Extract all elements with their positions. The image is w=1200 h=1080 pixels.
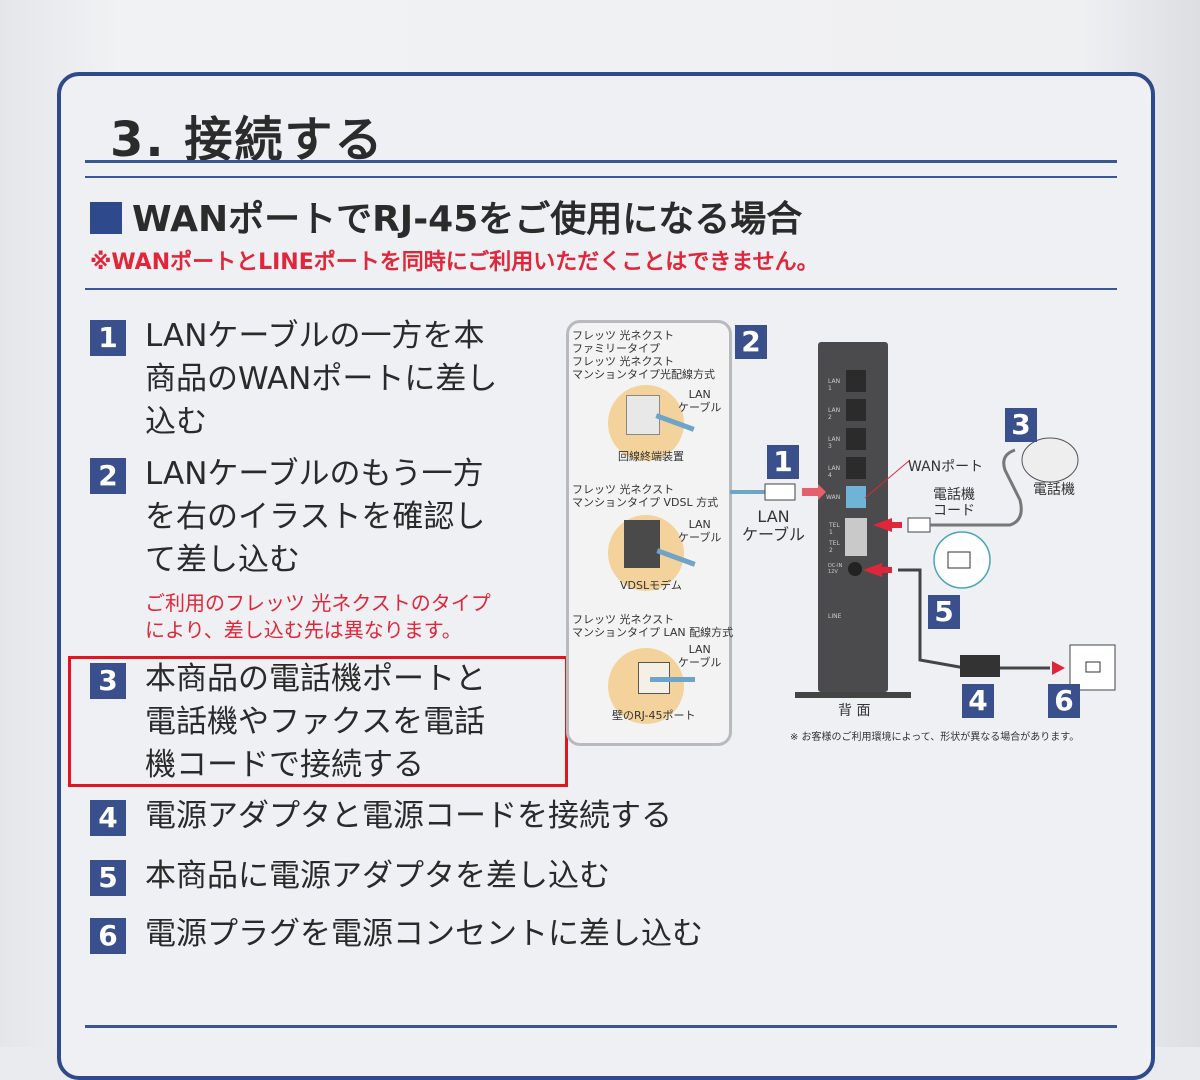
back-label: 背 面 bbox=[838, 703, 871, 719]
step-1: 1 LANケーブルの一方を本 商品のWANポートに差し 込む bbox=[90, 315, 497, 444]
port-label: LAN 3 bbox=[828, 436, 841, 450]
step-text: LANケーブルのもう一方 を右のイラストを確認し て差し込む bbox=[145, 456, 486, 578]
diagram-badge-6: 6 bbox=[1048, 684, 1080, 718]
port-label: LINE bbox=[828, 613, 842, 620]
divider bbox=[85, 1025, 1117, 1028]
port-label: TEL 1 bbox=[829, 522, 840, 536]
phone-cord-label: 電話機 コード bbox=[933, 487, 975, 519]
dc-in-jack bbox=[848, 562, 862, 576]
connection-lines bbox=[730, 437, 1116, 691]
lan-port-4 bbox=[846, 457, 866, 479]
step-2-note: ご利用のフレッツ 光ネクストのタイプ により、差し込む先は異なります。 bbox=[145, 591, 491, 642]
divider bbox=[85, 176, 1117, 178]
port-label: DC-IN 12V bbox=[828, 563, 843, 575]
type-name: フレッツ 光ネクスト マンションタイプ VDSL 方式 bbox=[572, 483, 719, 509]
type-name: フレッツ 光ネクスト ファミリータイプ フレッツ 光ネクスト マンションタイプ光… bbox=[572, 329, 715, 381]
phone-label: 電話機 bbox=[1033, 482, 1075, 498]
cable-label: LAN ケーブル bbox=[678, 518, 722, 544]
lan-port-2 bbox=[846, 399, 866, 421]
lan-port-1 bbox=[846, 370, 866, 392]
step-number-badge: 6 bbox=[90, 918, 126, 954]
wan-port-label: WANポート bbox=[908, 459, 984, 475]
vdsl-modem-icon bbox=[624, 520, 660, 568]
page-title: 3. 接続する bbox=[110, 112, 385, 168]
diagram-badge-2: 2 bbox=[735, 325, 767, 359]
divider bbox=[85, 160, 1117, 163]
step-number-badge: 5 bbox=[90, 860, 126, 896]
warning-note: ※WANポートとLINEポートを同時にご利用いただくことはできません。 bbox=[90, 250, 819, 275]
step-text: 電源プラグを電源コンセントに差し込む bbox=[145, 916, 703, 952]
device-label: VDSLモデム bbox=[620, 579, 682, 592]
port-label: TEL 2 bbox=[829, 540, 840, 554]
step-number-badge: 1 bbox=[90, 320, 126, 356]
port-label: LAN 4 bbox=[828, 465, 841, 479]
diagram-badge-3: 3 bbox=[1005, 408, 1037, 442]
footnote: ※ お客様のご利用環境によって、形状が異なる場合があります。 bbox=[790, 732, 1080, 743]
lan-port-3 bbox=[846, 428, 866, 450]
onu-device-icon bbox=[626, 395, 660, 435]
device-label: 壁のRJ-45ポート bbox=[612, 709, 696, 722]
port-label: LAN 1 bbox=[828, 378, 841, 392]
step-text: 本商品に電源アダプタを差し込む bbox=[145, 858, 610, 894]
step-4: 4 電源アダプタと電源コードを接続する bbox=[90, 795, 672, 838]
step-3: 3 本商品の電話機ポートと 電話機やファクスを電話 機コードで接続する bbox=[90, 658, 486, 787]
diagram-badge-4: 4 bbox=[962, 684, 994, 718]
step-number-badge: 4 bbox=[90, 800, 126, 836]
step-2: 2 LANケーブルのもう一方 を右のイラストを確認し て差し込む bbox=[90, 453, 485, 582]
section-heading-text: WANポートでRJ-45をご使用になる場合 bbox=[132, 199, 803, 240]
device-label: 回線終端装置 bbox=[618, 450, 684, 463]
lan-cable-label: LAN ケーブル bbox=[742, 507, 806, 544]
cable-label: LAN ケーブル bbox=[678, 388, 722, 414]
router-stand bbox=[795, 692, 911, 698]
lan-cable-icon bbox=[650, 677, 695, 682]
square-bullet-icon bbox=[90, 202, 122, 234]
wan-port bbox=[846, 486, 866, 508]
tel-ports bbox=[845, 518, 867, 556]
divider bbox=[85, 288, 1117, 290]
type-name: フレッツ 光ネクスト マンションタイプ LAN 配線方式 bbox=[572, 613, 734, 639]
diagram-badge-1: 1 bbox=[767, 445, 799, 479]
step-number-badge: 3 bbox=[90, 663, 126, 699]
step-number-badge: 2 bbox=[90, 458, 126, 494]
port-label: LAN 2 bbox=[828, 407, 841, 421]
diagram-badge-5: 5 bbox=[928, 595, 960, 629]
section-heading: WANポートでRJ-45をご使用になる場合 bbox=[90, 190, 802, 242]
step-text: 電源アダプタと電源コードを接続する bbox=[145, 798, 672, 834]
step-5: 5 本商品に電源アダプタを差し込む bbox=[90, 855, 610, 898]
port-label: WAN bbox=[826, 494, 841, 501]
step-text: LANケーブルの一方を本 商品のWANポートに差し 込む bbox=[145, 318, 498, 440]
step-6: 6 電源プラグを電源コンセントに差し込む bbox=[90, 913, 703, 956]
cable-label: LAN ケーブル bbox=[678, 643, 722, 669]
step-text: 本商品の電話機ポートと 電話機やファクスを電話 機コードで接続する bbox=[145, 661, 486, 783]
highlight-box bbox=[68, 656, 568, 787]
